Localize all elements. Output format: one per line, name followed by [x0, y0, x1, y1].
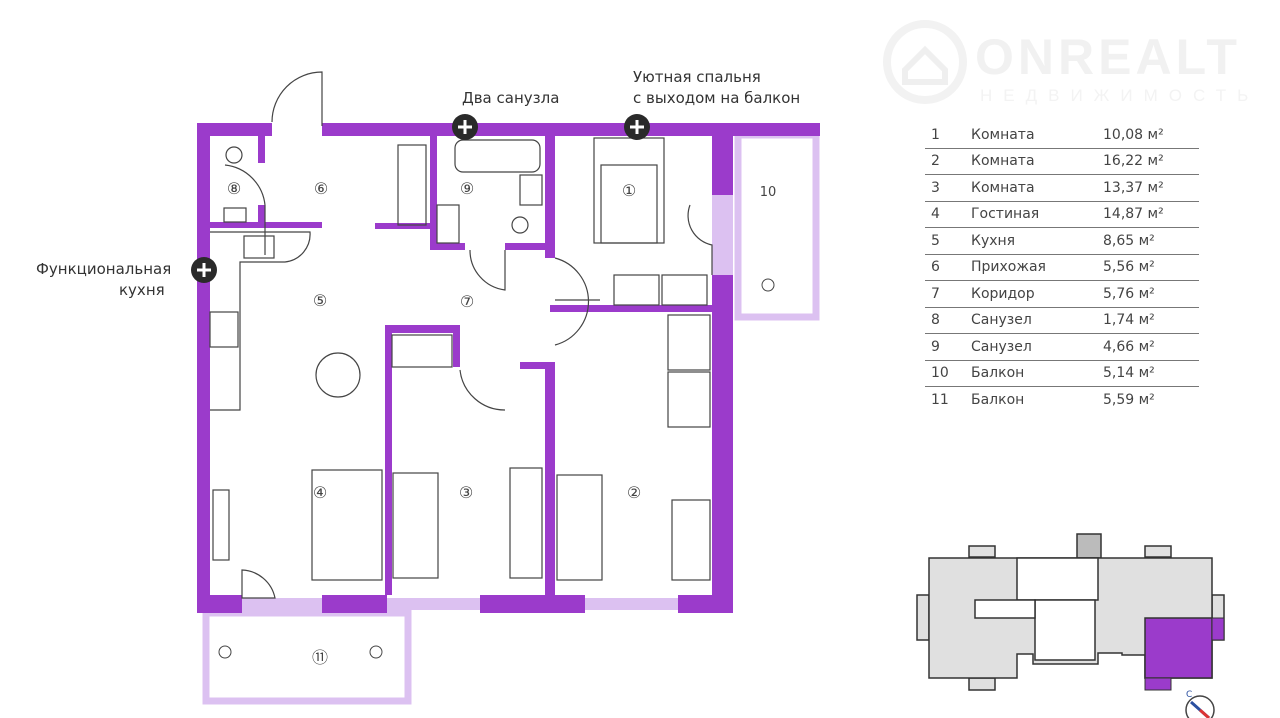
wardrobe — [397, 144, 427, 226]
house-pin-icon — [883, 20, 967, 104]
room-label-7: ⑦ — [460, 292, 474, 311]
room-label-9: ⑨ — [460, 179, 474, 198]
plus-icon — [191, 257, 217, 283]
highlighted-apartment — [1144, 617, 1213, 679]
room-label-2: ② — [627, 483, 641, 502]
drain-icon — [218, 645, 232, 659]
toilet-icon — [225, 146, 243, 164]
drain-icon — [761, 278, 775, 292]
logo-brand: ONREALT — [975, 29, 1241, 85]
callout-kitchen-line1: Функциональная — [36, 260, 172, 278]
balcony-10 — [734, 131, 820, 321]
toilet-icon — [511, 216, 529, 234]
callout-bedroom-line1: Уютная спальня — [633, 68, 761, 86]
onrealt-logo: ONREALT НЕДВИЖИМОСТЬ — [880, 20, 1250, 110]
tv-icon — [212, 489, 230, 561]
bed-icon — [392, 472, 439, 579]
room-label-10: 10 — [760, 185, 777, 200]
room-label-11: ⑪ — [312, 648, 328, 667]
callout-bedroom-line2: с выходом на балкон — [633, 89, 801, 107]
furniture — [209, 71, 713, 599]
building-key-plan: С — [916, 533, 1225, 718]
windows — [242, 195, 733, 610]
sink-icon — [519, 174, 543, 206]
callout-bathrooms: Два санузла — [462, 89, 560, 107]
sofa-icon — [311, 469, 383, 581]
callout-kitchen-line2: кухня — [119, 281, 165, 299]
room-label-8: ⑧ — [227, 179, 241, 198]
room-label-3: ③ — [459, 483, 473, 502]
room-label-1: ① — [622, 181, 636, 200]
wardrobe — [613, 274, 660, 306]
plus-icon — [452, 114, 478, 140]
balcony-11 — [202, 609, 412, 705]
floor-plan: ① ② ③ ④ ⑤ ⑥ ⑦ ⑧ ⑨ 10 ⑪ — [191, 71, 820, 705]
room-label-6: ⑥ — [314, 179, 328, 198]
compass-north-label: С — [1186, 690, 1192, 700]
stove-icon — [209, 311, 239, 348]
logo-subtitle: НЕДВИЖИМОСТЬ — [980, 86, 1260, 105]
dining-table — [315, 352, 361, 398]
bed-icon — [556, 474, 603, 581]
entry-door — [271, 71, 323, 126]
bathtub-icon — [454, 139, 541, 173]
sink-icon — [223, 207, 247, 223]
compass-icon: С — [1185, 690, 1215, 718]
plus-icon — [624, 114, 650, 140]
drain-icon — [369, 645, 383, 659]
room-label-4: ④ — [313, 483, 327, 502]
room-labels: ① ② ③ ④ ⑤ ⑥ ⑦ ⑧ ⑨ 10 ⑪ — [227, 179, 776, 667]
plus-markers — [191, 114, 650, 283]
walls — [197, 123, 820, 613]
room-label-5: ⑤ — [313, 291, 327, 310]
